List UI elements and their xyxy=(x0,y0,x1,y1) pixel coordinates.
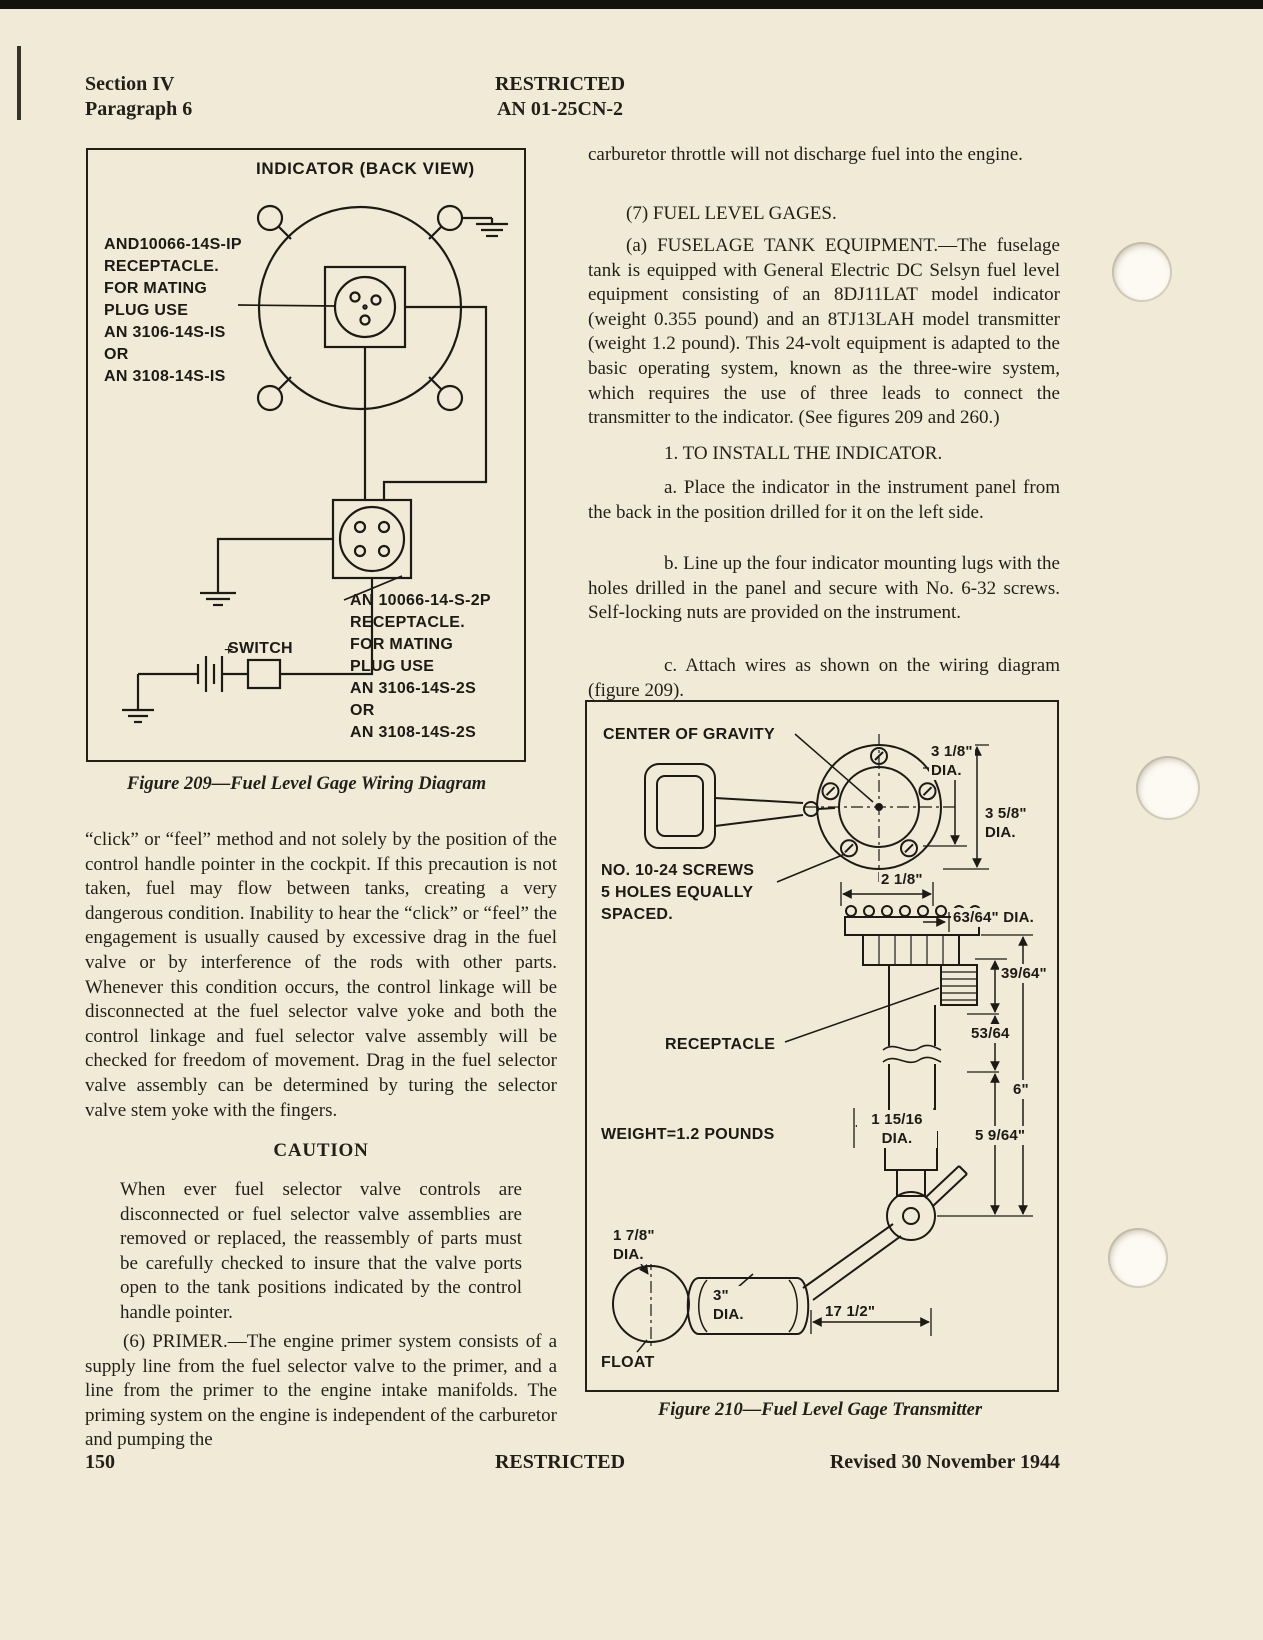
figure-210-caption: Figure 210—Fuel Level Gage Transmitter xyxy=(657,1400,983,1420)
wiring-diagram-art xyxy=(122,204,508,724)
bracket xyxy=(644,763,716,849)
dim-2-1-8: 2 1/8" xyxy=(879,870,925,889)
punch-hole-middle xyxy=(1136,756,1200,820)
dim-63-64: 63/64" DIA. xyxy=(951,908,1037,927)
dim-3-1-8: 3 1/8" DIA. xyxy=(929,742,975,780)
label-screws: NO. 10-24 SCREWS 5 HOLES EQUALLY SPACED. xyxy=(601,862,755,923)
footer-restricted: RESTRICTED xyxy=(494,1451,626,1473)
scan-artifact-top-bar xyxy=(0,0,1263,9)
fig209-lower-label: AN 10066-14-S-2P RECEPTACLE. FOR MATING … xyxy=(350,592,491,741)
battery-plus-sign: + xyxy=(224,642,233,659)
paragraph-fuselage-tank: (a) FUSELAGE TANK EQUIPMENT.—The fuselag… xyxy=(588,235,1060,429)
step-c: c. Attach wires as shown on the wiring d… xyxy=(588,655,1060,701)
receptacle-leader xyxy=(784,987,940,1043)
dim-5-9-64: 5 9/64" xyxy=(973,1126,1028,1145)
dim-1-15-16: 1 15/16 DIA. xyxy=(857,1110,937,1148)
label-center-of-gravity: CENTER OF GRAVITY xyxy=(603,726,775,743)
step-a: a. Place the indicator in the instrument… xyxy=(588,477,1060,523)
upper-receptacle xyxy=(323,265,407,349)
heading-fuel-level-gages: (7) FUEL LEVEL GAGES. xyxy=(626,203,837,224)
footer-page-number: 150 xyxy=(85,1451,115,1473)
figure-209: + INDICATOR (BACK VIEW) AND10066-14S-IP … xyxy=(86,148,526,762)
dim-6: 6" xyxy=(1011,1080,1031,1099)
fig209-switch-label: SWITCH xyxy=(228,640,293,657)
switch-symbol xyxy=(246,658,282,690)
fig209-upper-label: AND10066-14S-IP RECEPTACLE. FOR MATING P… xyxy=(104,236,242,385)
float-arm xyxy=(802,1223,902,1301)
punch-hole-bottom xyxy=(1108,1228,1168,1288)
dim-3-5-8: 3 5/8" DIA. xyxy=(983,804,1029,842)
dim-53-64: 53/64 xyxy=(969,1024,1012,1043)
punch-hole-top xyxy=(1112,242,1172,302)
pivot-circle xyxy=(886,1191,936,1241)
dim-1-7-8: 1 7/8" DIA. xyxy=(611,1226,657,1264)
scan-artifact-left-mark xyxy=(17,46,21,120)
dim-17-1-2: 17 1/2" xyxy=(823,1302,878,1321)
header-doc-number: AN 01-25CN-2 xyxy=(496,98,624,120)
header-section: Section IV xyxy=(85,73,175,95)
paragraph-click-feel: “click” or “feel” method and not solely … xyxy=(85,829,557,1121)
screws-leader xyxy=(776,853,846,883)
label-weight: WEIGHT=1.2 POUNDS xyxy=(601,1126,775,1143)
label-float: FLOAT xyxy=(601,1354,655,1371)
paragraph-primer: (6) PRIMER.—The engine primer system con… xyxy=(85,1331,557,1451)
caution-heading: CAUTION xyxy=(273,1140,369,1161)
figure-210: CENTER OF GRAVITY NO. 10-24 SCREWS 5 HOL… xyxy=(585,700,1059,1392)
dim-3-dia: 3" DIA. xyxy=(711,1286,746,1324)
cog-leader xyxy=(794,733,874,803)
heading-install-indicator: 1. TO INSTALL THE INDICATOR. xyxy=(664,443,943,464)
step-b: b. Line up the four indicator mounting l… xyxy=(588,553,1060,624)
figure-209-title: INDICATOR (BACK VIEW) xyxy=(256,159,475,178)
lower-receptacle xyxy=(331,498,413,580)
paragraph-carburetor: carburetor throttle will not discharge f… xyxy=(588,144,1023,165)
float-barrel xyxy=(686,1277,810,1335)
label-receptacle: RECEPTACLE xyxy=(665,1036,776,1053)
figure-209-caption: Figure 209—Fuel Level Gage Wiring Diagra… xyxy=(126,774,487,794)
wiring-diagram-svg: + xyxy=(122,204,508,724)
footer-revision: Revised 30 November 1944 xyxy=(829,1451,1060,1473)
header-paragraph: Paragraph 6 xyxy=(85,98,193,120)
header-restricted: RESTRICTED xyxy=(494,73,626,95)
caution-paragraph: When ever fuel selector valve controls a… xyxy=(120,1179,522,1323)
receptacle-part xyxy=(940,964,978,1006)
dim-39-64: 39/64" xyxy=(999,964,1049,983)
